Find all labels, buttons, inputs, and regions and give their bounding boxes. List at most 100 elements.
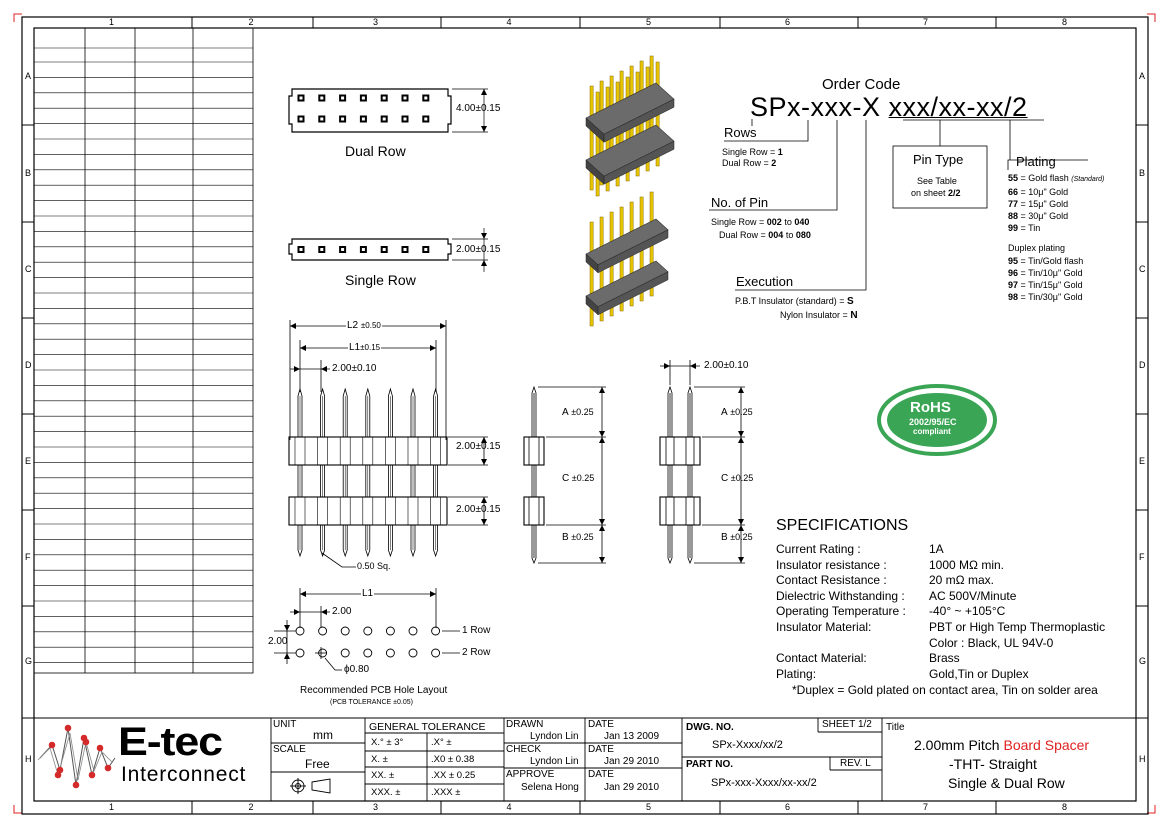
title-line-1a: 2.00mm Pitch xyxy=(914,737,1004,753)
insulator-3d-front xyxy=(603,98,675,143)
dim-a-single-label: A xyxy=(562,407,569,418)
pin-square-center xyxy=(299,248,303,251)
pins-single: Single Row = 002 to 040 xyxy=(711,217,809,227)
pins-single-from: 002 xyxy=(766,217,782,227)
dim-c-dual: C ±0.25 xyxy=(721,473,753,484)
pin-square-center xyxy=(382,96,386,100)
spec-value: AC 500V/Minute xyxy=(929,588,1017,603)
pin-square-center xyxy=(320,117,324,121)
plating-desc: = Tin xyxy=(1018,223,1041,233)
plating-code: 55 xyxy=(1008,173,1019,183)
unit-value: mm xyxy=(313,728,333,742)
plating-note: (Standard) xyxy=(1071,176,1105,183)
tolerance-right: .X° ± xyxy=(431,737,452,748)
grid-col-label-bottom: 3 xyxy=(373,802,379,812)
spec-label: Operating Temperature : xyxy=(776,604,906,619)
drawn-by: Lyndon Lin xyxy=(530,731,579,742)
single-row-top-view xyxy=(288,228,488,272)
order-code-part2: xxx/xx-xx/2 xyxy=(888,92,1028,122)
pcb-pitch-x: 2.00 xyxy=(332,606,352,617)
pcb-tolerance: (PCB TOLERANCE ±0.05) xyxy=(330,699,413,706)
rows-single-label: Single Row = xyxy=(722,147,776,157)
plating-desc: = 10μ" Gold xyxy=(1018,187,1069,197)
duplex-desc: = Tin/10μ" Gold xyxy=(1018,268,1083,278)
dim-l1-tol: ±0.15 xyxy=(360,343,381,352)
pin-square-center xyxy=(341,96,345,100)
dim-a-dual: A ±0.25 xyxy=(721,407,753,418)
pcb-hole-row2 xyxy=(340,648,350,658)
grid-row-label-right: C xyxy=(1139,264,1146,274)
order-code-heading: Order Code xyxy=(822,76,901,93)
scale-label: SCALE xyxy=(273,744,306,755)
pcb-hole-row1 xyxy=(340,626,350,636)
pin-square-center xyxy=(403,96,407,100)
spec-label: Contact Resistance : xyxy=(776,573,887,588)
title-label: Title xyxy=(886,722,905,733)
pin-square-center xyxy=(299,96,303,100)
part-no-value: SPx-xxx-Xxxx/xx-xx/2 xyxy=(711,777,817,789)
duplex-item: 95 = Tin/Gold flash xyxy=(1008,255,1083,267)
pin-3d xyxy=(589,85,594,191)
date-1: Jan 13 2009 xyxy=(604,731,660,742)
dim-insulator-1: 2.00±0.15 xyxy=(456,441,501,452)
pcb-hole-row1 xyxy=(431,626,441,636)
plating-code: 88 xyxy=(1008,211,1019,221)
pin-square-center xyxy=(382,117,386,121)
pin-type-line2: on sheet 2/2 xyxy=(911,188,961,198)
dual-row-top-view xyxy=(288,88,488,133)
grid-row-label-right: E xyxy=(1139,456,1146,466)
date-2: Jan 29 2010 xyxy=(604,756,660,767)
pcb-hole-row1 xyxy=(408,626,418,636)
dwg-no-label: DWG. NO. xyxy=(686,722,734,733)
spec-value: Color : Black, UL 94V-0 xyxy=(929,635,1054,650)
pin-type-line2-pre: on sheet xyxy=(911,188,946,198)
plating-desc: = 30μ" Gold xyxy=(1018,211,1069,221)
plating-code: 66 xyxy=(1008,187,1019,197)
rows-single-value: 1 xyxy=(777,147,783,157)
title-block-grid xyxy=(34,717,1136,801)
plating-item: 66 = 10μ" Gold xyxy=(1008,186,1104,198)
pins-single-to: 040 xyxy=(794,217,810,227)
duplex-code: 98 xyxy=(1008,292,1019,302)
pin-square-center xyxy=(424,117,428,121)
grid-col-label-top: 6 xyxy=(785,17,791,27)
grid-col-label-top: 8 xyxy=(1062,17,1068,27)
rohs-directive: 2002/95/EC xyxy=(909,417,957,427)
specs-footnote: *Duplex = Gold plated on contact area, T… xyxy=(792,683,1098,697)
grid-col-label-top: 7 xyxy=(923,17,929,27)
dim-c-single-tol: ±0.25 xyxy=(571,473,595,483)
grid-col-label-top: 2 xyxy=(248,17,254,27)
pin-square-center xyxy=(341,117,345,121)
dim-b-dual-label: B xyxy=(721,532,728,543)
grid-row-label-right: B xyxy=(1139,167,1146,178)
order-code-part1: SPx-xxx-X xyxy=(750,92,881,122)
pcb-row1: 1 Row xyxy=(462,625,491,636)
grid-col-label-bottom: 6 xyxy=(785,802,791,812)
spec-value: 1000 MΩ min. xyxy=(929,557,1004,572)
plating-item: 77 = 15μ" Gold xyxy=(1008,198,1104,210)
dim-b-single-label: B xyxy=(562,532,569,543)
pcb-hole-row1 xyxy=(295,626,305,636)
grid-row-label-left: F xyxy=(25,552,31,562)
pcb-hole-row2 xyxy=(385,648,395,658)
dim-b-single-tol: ±0.25 xyxy=(571,532,594,542)
pcb-hole-row2 xyxy=(363,648,373,658)
single-row-label: Single Row xyxy=(345,272,416,288)
grid-col-label-bottom: 4 xyxy=(506,802,512,812)
dual-row-label: Dual Row xyxy=(345,143,406,159)
pins-to-word-2: to xyxy=(785,230,794,240)
pin-square-center xyxy=(403,248,407,251)
dim-c-single-label: C xyxy=(562,473,570,484)
dim-l1-label: L1 xyxy=(349,342,361,353)
general-tolerance: GENERAL TOLERANCE xyxy=(369,721,486,733)
tolerance-right: .X0 ± 0.38 xyxy=(431,753,475,765)
plating-item: 55 = Gold flash (Standard) xyxy=(1008,172,1104,186)
rows-title: Rows xyxy=(724,125,757,140)
grid-col-label-top: 5 xyxy=(646,17,652,27)
grid-col-label-top: 3 xyxy=(373,17,379,27)
grid-row-label-right: A xyxy=(1139,70,1146,81)
execution-title: Execution xyxy=(736,274,794,289)
spec-value: PBT or High Temp Thermoplastic xyxy=(929,620,1106,634)
pcb-hole-size: ϕ0.80 xyxy=(344,664,370,675)
